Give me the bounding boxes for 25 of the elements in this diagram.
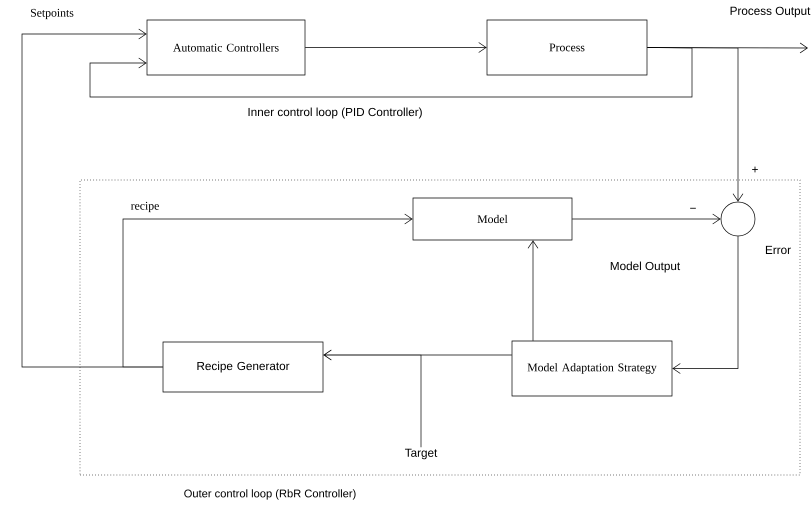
edge-label: Setpoints [29, 8, 75, 20]
block-box: Process [486, 20, 648, 76]
note-label: Model Output [610, 262, 680, 272]
arrow [90, 47, 692, 98]
edge-label: − [688, 206, 698, 214]
arrow [672, 236, 738, 374]
edge-label: Error [764, 244, 792, 256]
block-box: Automatic Controllers [146, 20, 306, 76]
summing-circle [720, 202, 756, 236]
arrow [572, 214, 721, 224]
frame-caption: Outer control loop (RbR Controller) [184, 489, 356, 500]
edge-label: recipe [130, 200, 160, 214]
note-label: Inner control loop (PID Controller) [248, 108, 422, 118]
block-box: Recipe Generator [162, 342, 324, 392]
edge-label: + [750, 165, 760, 175]
arrow [647, 47, 744, 202]
block-box: Model Adaptation Strategy [512, 340, 672, 396]
block-box: Model [412, 198, 572, 240]
arrow [305, 42, 487, 53]
input-label: Target [404, 448, 438, 460]
arrow [122, 214, 413, 368]
arrow [323, 350, 422, 448]
arrow [22, 28, 163, 368]
edge-label: Process Output [728, 6, 811, 18]
arrow [528, 240, 538, 341]
